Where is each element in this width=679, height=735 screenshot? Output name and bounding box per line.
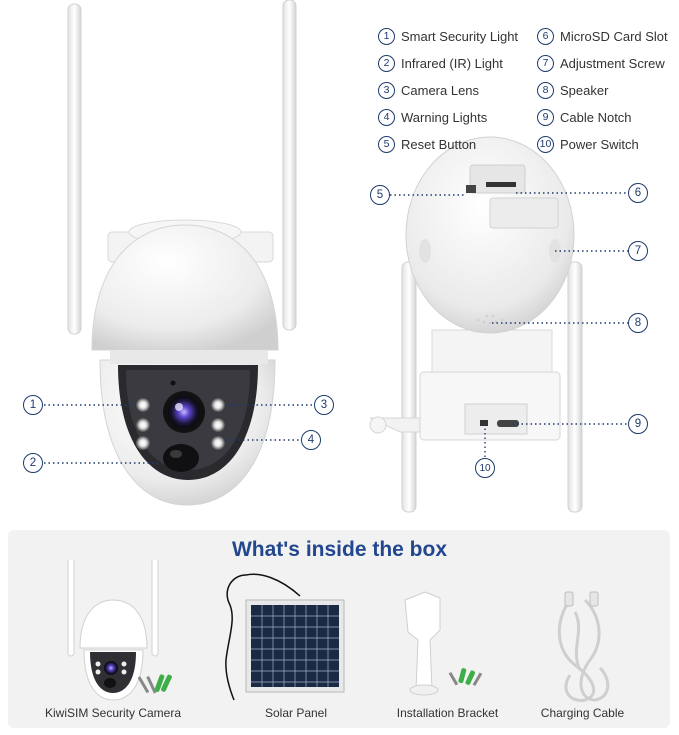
callout-badge: 1 xyxy=(23,395,43,415)
box-item-caption: KiwiSIM Security Camera xyxy=(44,706,182,720)
antenna-left xyxy=(67,3,82,335)
legend-label: Adjustment Screw xyxy=(560,55,665,71)
installation-bracket-image xyxy=(404,591,483,696)
box-item-caption: Solar Panel xyxy=(264,706,328,720)
box-items-illustration xyxy=(67,560,610,702)
callout-badge: 9 xyxy=(628,414,648,434)
legend-label: MicroSD Card Slot xyxy=(560,28,668,44)
charging-cable-image xyxy=(557,591,610,702)
legend-item: 1 Smart Security Light xyxy=(378,26,518,46)
legend-item: 9 Cable Notch xyxy=(537,107,632,127)
box-item-caption: Installation Bracket xyxy=(396,706,499,720)
legend-item: 4 Warning Lights xyxy=(378,107,487,127)
legend-number: 5 xyxy=(378,135,395,153)
legend-item: 10 Power Switch xyxy=(537,134,639,154)
legend-number: 2 xyxy=(378,54,395,72)
mini-camera-image xyxy=(67,560,172,701)
callout-badge: 5 xyxy=(370,185,390,205)
legend-number: 9 xyxy=(537,108,554,126)
callout-badge: 10 xyxy=(475,458,495,478)
legend-item: 8 Speaker xyxy=(537,80,608,100)
legend-label: Speaker xyxy=(560,82,609,98)
callout-badge: 4 xyxy=(301,430,321,450)
legend-item: 6 MicroSD Card Slot xyxy=(537,26,668,46)
legend-number: 3 xyxy=(378,81,395,99)
legend-label: Warning Lights xyxy=(401,109,488,125)
legend-number: 4 xyxy=(378,108,395,126)
callout-badge: 8 xyxy=(628,313,648,333)
legend-item: 2 Infrared (IR) Light xyxy=(378,53,503,73)
callout-badge: 7 xyxy=(628,241,648,261)
camera-front-illustration xyxy=(44,0,628,513)
legend-label: Power Switch xyxy=(560,136,639,152)
legend-number: 8 xyxy=(537,81,554,99)
callout-badge: 6 xyxy=(628,183,648,203)
antenna-right xyxy=(282,0,297,331)
legend-number: 10 xyxy=(537,135,554,153)
legend-number: 6 xyxy=(537,27,554,45)
box-title: What's inside the box xyxy=(231,538,447,561)
legend-item: 3 Camera Lens xyxy=(378,80,479,100)
legend-label: Smart Security Light xyxy=(401,28,519,44)
legend-number: 1 xyxy=(378,27,395,45)
legend-number: 7 xyxy=(537,54,554,72)
box-item-caption: Charging Cable xyxy=(540,706,625,720)
solar-panel-image xyxy=(225,573,345,701)
legend-label: Infrared (IR) Light xyxy=(401,55,503,71)
legend-label: Cable Notch xyxy=(560,109,632,125)
legend-item: 7 Adjustment Screw xyxy=(537,53,665,73)
callout-badge: 2 xyxy=(23,453,43,473)
legend-label: Reset Button xyxy=(401,136,477,152)
legend-item: 5 Reset Button xyxy=(378,134,476,154)
legend-label: Camera Lens xyxy=(401,82,480,98)
callout-badge: 3 xyxy=(314,395,334,415)
